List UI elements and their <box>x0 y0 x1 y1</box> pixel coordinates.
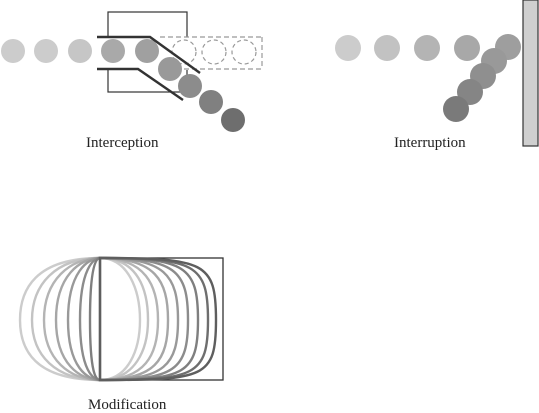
ball <box>374 35 400 61</box>
modification-diagram <box>18 256 224 382</box>
interception-caption: Interception <box>86 135 159 151</box>
morph-shape <box>98 256 210 382</box>
ball <box>221 108 245 132</box>
ghost-ball <box>231 39 257 65</box>
ball <box>443 96 469 122</box>
morph-shape <box>88 256 200 382</box>
ball <box>135 39 159 63</box>
morph-shape <box>54 256 170 382</box>
ball <box>1 39 25 63</box>
modification-caption: Modification <box>88 397 167 413</box>
interruption-diagram <box>335 0 539 147</box>
ghost-ball <box>201 39 227 65</box>
interception-guide-bottom <box>97 67 184 101</box>
ball <box>414 35 440 61</box>
ball <box>101 39 125 63</box>
modification-frame <box>99 257 224 381</box>
interruption-caption: Interruption <box>394 135 466 151</box>
ball <box>68 39 92 63</box>
interception-channel-mask <box>100 37 265 70</box>
ball <box>158 57 182 81</box>
interception-guide-top <box>97 35 201 74</box>
ball <box>454 35 480 61</box>
morph-shape <box>98 256 218 382</box>
interception-diagram <box>1 11 265 132</box>
ball <box>199 90 223 114</box>
morph-shape <box>78 256 190 382</box>
ball <box>178 74 202 98</box>
interruption-wall <box>522 0 539 147</box>
ball <box>34 39 58 63</box>
ball <box>335 35 361 61</box>
